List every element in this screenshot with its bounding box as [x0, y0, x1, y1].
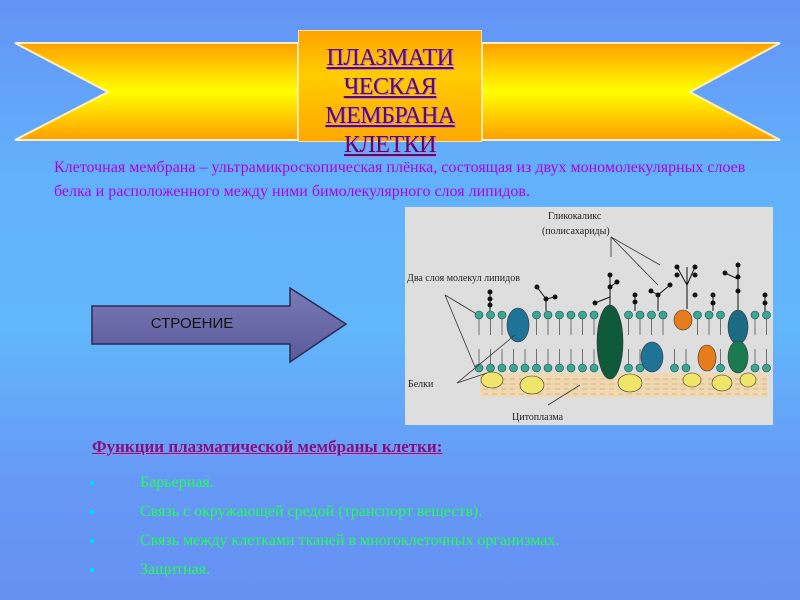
bullet-icon [90, 539, 94, 543]
title-line: ПЛАЗМАТИ [326, 45, 454, 72]
lipid-head [543, 310, 553, 320]
function-item: Связь между клетками тканей в многоклето… [90, 526, 559, 555]
function-item: Барьерная. [90, 468, 559, 497]
label-polysaccharides: (полисахариды) [542, 226, 610, 237]
lipid-head [762, 310, 771, 320]
lipid-head [578, 310, 587, 320]
lipid-head [716, 310, 725, 320]
protein [640, 341, 664, 373]
pointer-lines [444, 236, 661, 406]
slide-title: ПЛАЗМАТИ ЧЕСКАЯ МЕМБРАНА КЛЕТКИ [298, 44, 482, 160]
bullet-icon [90, 568, 94, 572]
lipid-head [658, 310, 668, 320]
lipid-head [555, 310, 564, 320]
intro-text: Клеточная мембрана – ультрамикроскопичес… [54, 159, 746, 200]
bullet-icon [90, 510, 94, 514]
protein [739, 372, 757, 388]
lipid-head [486, 363, 495, 373]
protein [673, 309, 693, 331]
lipid-head [532, 310, 541, 320]
lipid-head [509, 363, 518, 373]
arrow-shape [91, 286, 348, 364]
functions-list: Барьерная. Связь с окружающей средой (тр… [90, 468, 559, 584]
membrane-diagram: Гликокаликс (полисахариды) Два слоя моле… [405, 207, 773, 425]
lipid-head [543, 363, 553, 373]
lipid-head [681, 363, 691, 373]
protein [596, 304, 624, 380]
title-box [298, 30, 482, 142]
lipid-head [750, 363, 760, 373]
proteins [480, 304, 757, 395]
function-text: Защитная. [140, 561, 211, 578]
label-glycocalyx: Гликокаликс [548, 211, 602, 222]
functions-title: Функции плазматической мембраны клетки: [92, 437, 443, 456]
lipid-head [589, 310, 599, 320]
title-line: МЕМБРАНА [325, 103, 455, 130]
title-ribbon [14, 42, 781, 141]
protein [682, 372, 702, 388]
function-item: Связь с окружающей средой (транспорт вещ… [90, 497, 559, 526]
label-proteins: Белки [408, 379, 434, 390]
lipid-head [750, 310, 760, 320]
lipid-head [635, 363, 645, 373]
protein [727, 309, 749, 345]
function-text: Связь между клетками тканей в многоклето… [140, 532, 560, 549]
lipid-head [555, 363, 564, 373]
function-item: Защитная. [90, 555, 559, 584]
title-line: КЛЕТКИ [344, 132, 436, 159]
protein [711, 374, 733, 392]
lipid-head [716, 363, 725, 373]
label-lipid-layers: Два слоя молекул липидов [407, 273, 520, 284]
lipid-head [647, 310, 656, 320]
lipid-head [520, 363, 530, 373]
protein [506, 307, 530, 343]
function-text: Связь с окружающей средой (транспорт вещ… [140, 503, 483, 520]
lipid-head [762, 363, 771, 373]
lipid-head [624, 363, 633, 373]
lipid-head [704, 310, 714, 320]
lipid-head [474, 310, 484, 320]
lipid-head [578, 363, 587, 373]
glycocalyx-chains [487, 262, 768, 311]
arrow-label: СТРОЕНИЕ [150, 315, 234, 332]
lipid-head [566, 310, 576, 320]
lipid-head [532, 363, 541, 373]
protein [697, 344, 717, 372]
lipid-head [635, 310, 645, 320]
protein [480, 371, 504, 389]
protein [727, 340, 749, 374]
lipid-head [566, 363, 576, 373]
title-line: ЧЕСКАЯ [343, 74, 437, 101]
lipid-head [624, 310, 633, 320]
bullet-icon [90, 481, 94, 485]
lipid-head [497, 363, 507, 373]
lipid-bilayer [474, 310, 771, 373]
label-cytoplasm: Цитоплазма [512, 412, 564, 423]
function-text: Барьерная. [140, 474, 214, 491]
lipid-head [497, 310, 507, 320]
lipid-head [670, 363, 679, 373]
lipid-head [486, 310, 495, 320]
protein [617, 373, 643, 393]
lipid-head [589, 363, 599, 373]
lipid-head [693, 310, 702, 320]
protein [519, 375, 545, 395]
